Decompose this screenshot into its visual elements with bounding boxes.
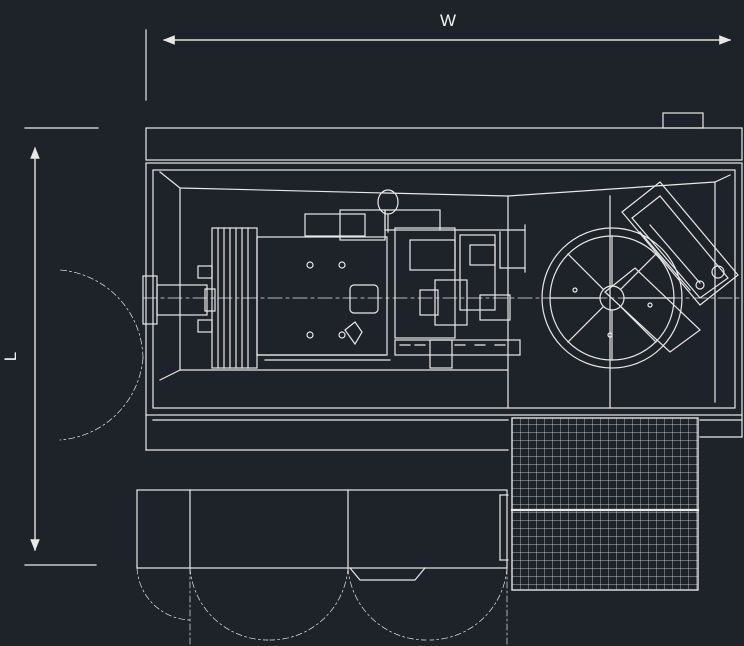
tool-arm: [604, 181, 739, 353]
carriage: [256, 209, 391, 361]
tool-assembly: [377, 189, 526, 369]
machine-enclosure: [145, 112, 743, 451]
width-dimension-label: W: [440, 11, 457, 30]
length-dimension-label: L: [1, 351, 21, 362]
grating-platform: [499, 417, 700, 591]
length-dimension: [24, 127, 99, 566]
door-swing-arcs: [59, 269, 508, 646]
control-cabinet: [136, 489, 508, 581]
width-dimension: [145, 29, 732, 101]
machine-bed: [159, 171, 731, 409]
